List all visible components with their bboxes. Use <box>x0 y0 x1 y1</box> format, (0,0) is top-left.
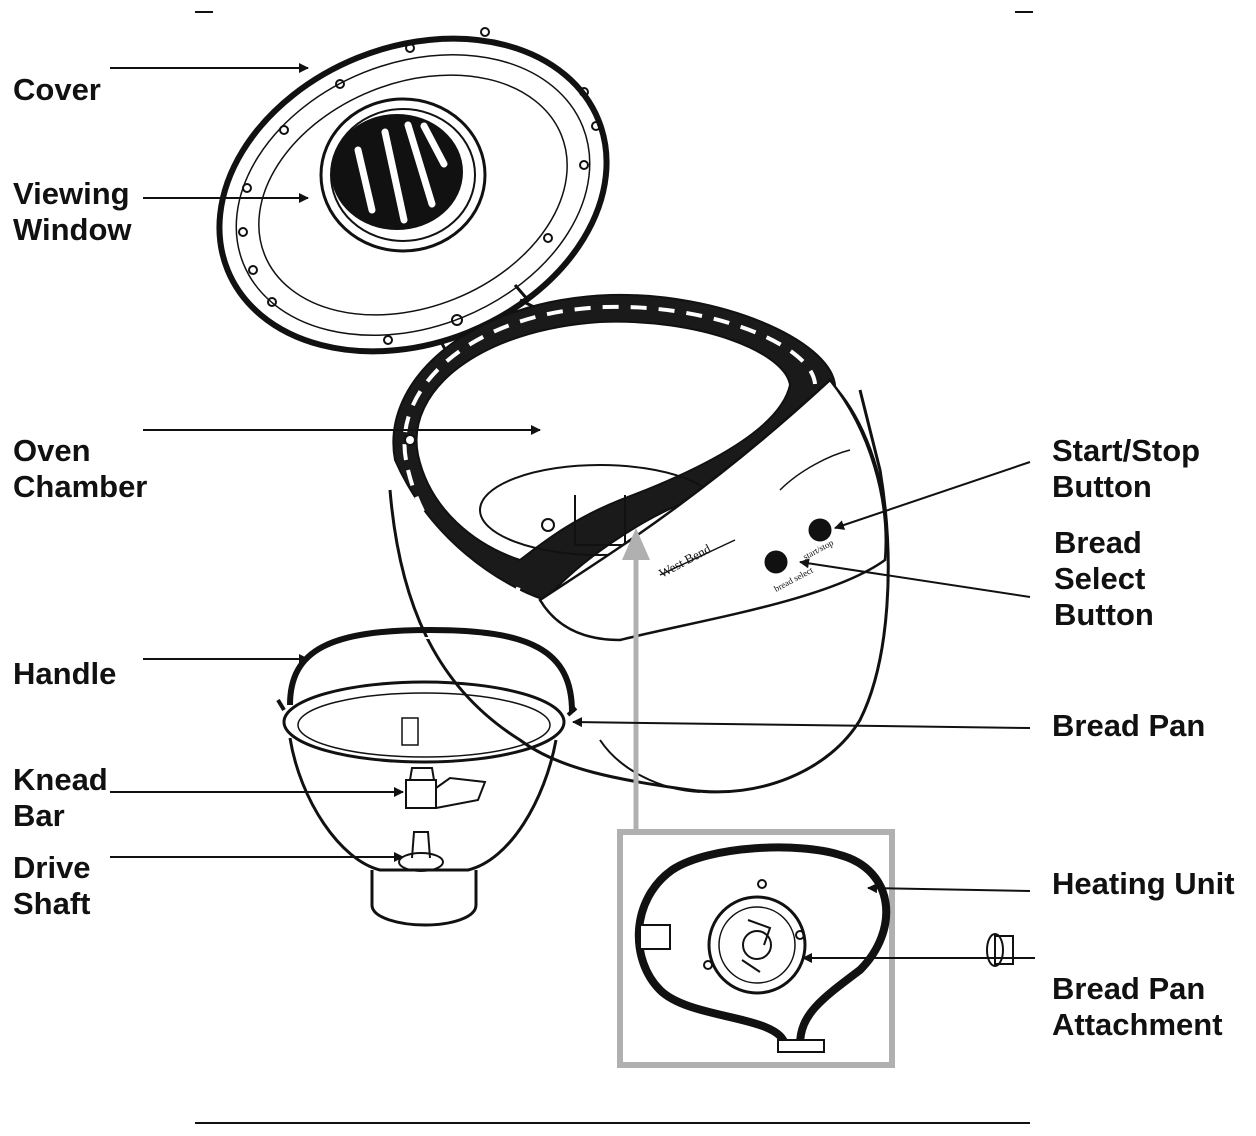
label-cover: Cover <box>13 72 101 107</box>
label-start-stop-line1: Start/Stop <box>1052 433 1201 468</box>
label-start-stop-line2: Button <box>1052 469 1152 504</box>
label-oven-chamber: Oven Chamber <box>13 433 147 505</box>
label-viewing-window-line1: Viewing <box>13 176 130 211</box>
attachment-part <box>986 933 1014 967</box>
label-viewing-window-line2: Window <box>13 212 132 247</box>
leader-bread-pan <box>572 717 1031 729</box>
label-bread-select-line3: Button <box>1054 597 1154 632</box>
bread-pan-drawing <box>276 626 578 927</box>
label-bread-pan-attachment: Bread Pan Attachment <box>1052 971 1223 1043</box>
label-drive-shaft: Drive Shaft <box>13 850 91 922</box>
label-bread-pan-attachment-line1: Bread Pan <box>1052 971 1206 1006</box>
label-heating-unit: Heating Unit <box>1052 866 1235 901</box>
label-bread-select-line2: Select <box>1054 561 1146 596</box>
label-bread-pan-attachment-line2: Attachment <box>1052 1007 1223 1042</box>
leader-start-stop <box>834 461 1031 530</box>
label-start-stop-button: Start/Stop Button <box>1052 433 1200 505</box>
leader-bread-select <box>799 558 1031 598</box>
heating-unit-inset <box>617 829 895 1068</box>
label-viewing-window: Viewing Window <box>13 176 132 248</box>
label-knead-bar-line1: Knead <box>13 762 108 797</box>
label-drive-shaft-line2: Shaft <box>13 886 91 921</box>
label-knead-bar-line2: Bar <box>13 798 65 833</box>
oven-body-drawing <box>388 293 890 794</box>
label-knead-bar: Knead Bar <box>13 762 108 834</box>
leader-heating-unit <box>867 883 1031 894</box>
label-bread-select-button: Bread Select Button <box>1054 525 1154 633</box>
label-oven-chamber-line2: Chamber <box>13 469 148 504</box>
cover-drawing <box>216 27 610 363</box>
leader-lines <box>110 63 1035 963</box>
page-rules <box>195 11 1033 1124</box>
inset-pointer-arrow <box>622 528 650 832</box>
label-handle: Handle <box>13 656 117 691</box>
label-oven-chamber-line1: Oven <box>13 433 91 468</box>
label-drive-shaft-line1: Drive <box>13 850 91 885</box>
label-bread-pan: Bread Pan <box>1052 708 1206 743</box>
label-bread-select-line1: Bread <box>1054 525 1142 560</box>
